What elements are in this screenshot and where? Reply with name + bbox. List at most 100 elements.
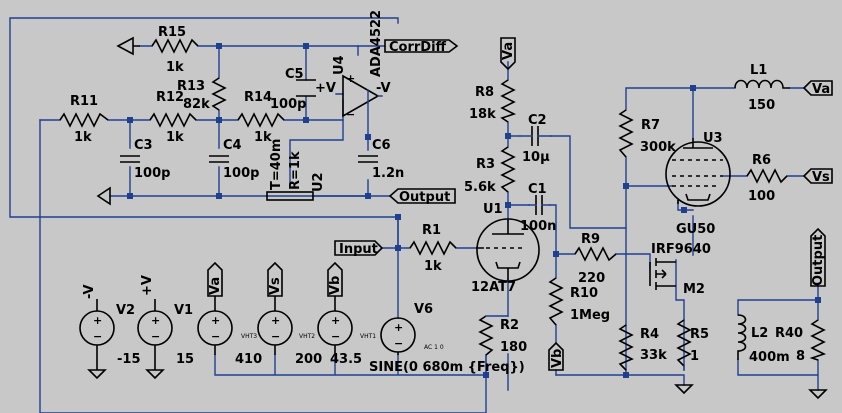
r12-value: 1k (166, 130, 184, 145)
voltage-source-vht1[interactable]: + − (317, 296, 353, 355)
r11-value: 1k (74, 130, 92, 145)
flag-va-r8[interactable] (500, 37, 516, 71)
flag-va-r8-label: Va (501, 42, 516, 60)
svg-text:+: + (211, 314, 220, 327)
m2-value: IRF9640 (651, 242, 711, 257)
flag-vs[interactable] (802, 168, 833, 184)
voltage-source-vht2[interactable]: + − (257, 296, 293, 355)
mosfet-m2[interactable] (649, 258, 676, 290)
ground-symbol (87, 362, 107, 380)
flag-corrdiff[interactable] (384, 39, 459, 53)
v1-net: +V (140, 275, 155, 296)
l1-value: 150 (748, 98, 775, 113)
resistor-r11[interactable] (59, 112, 109, 128)
l2-ref: L2 (751, 326, 768, 341)
resistor-r9[interactable] (574, 246, 617, 262)
l2-value: 400m (749, 350, 790, 365)
flag-vb-r10[interactable] (548, 341, 564, 371)
u3-ref: U3 (703, 131, 723, 146)
resistor-r3[interactable] (500, 146, 516, 193)
r8-ref: R8 (475, 85, 494, 100)
flag-va-l1-label: Va (812, 82, 830, 97)
r6-ref: R6 (752, 153, 771, 168)
ground-symbol (96, 186, 111, 206)
flag-vs-vht2[interactable] (267, 261, 283, 297)
ground-symbol (116, 36, 140, 56)
u4-plus-supply: +V (315, 81, 336, 96)
svg-text:−: − (93, 330, 102, 343)
flag-vs-vht2-label: Vs (268, 277, 283, 295)
c6-value: 1.2n (372, 166, 404, 181)
resistor-r7[interactable] (618, 109, 634, 158)
resistor-r15[interactable] (151, 38, 199, 54)
r40-value: 8 (796, 349, 805, 364)
r2-ref: R2 (500, 318, 519, 333)
u4-value: ADA4522 (369, 10, 384, 77)
capacitor-c3[interactable] (120, 155, 140, 163)
flag-output-vertical[interactable] (810, 227, 826, 287)
pentode-u3[interactable] (665, 138, 731, 207)
c1-value: 100n (520, 219, 556, 234)
u1-ref: U1 (483, 202, 503, 217)
resistor-r13[interactable] (211, 77, 227, 111)
r9-value: 220 (578, 271, 605, 286)
voltage-source-vht3[interactable]: + − (197, 296, 233, 355)
capacitor-c6[interactable] (358, 155, 378, 163)
inductor-l1[interactable] (734, 79, 790, 89)
svg-text:+: + (93, 314, 102, 327)
r40-ref: R40 (775, 326, 803, 341)
flag-output-vertical-label: Output (811, 235, 826, 286)
r10-value: 1Meg (570, 308, 610, 323)
r3-value: 5.6k (464, 180, 496, 195)
resistor-r6[interactable] (746, 168, 788, 184)
flag-vb-vht1[interactable] (327, 261, 343, 297)
u2-param-r: R=1k (288, 151, 303, 190)
flag-output-label: Output (399, 190, 450, 205)
c4-value: 100p (223, 166, 259, 181)
flag-output[interactable] (388, 188, 456, 204)
r5-value: 1 (690, 349, 699, 364)
opamp-u4[interactable] (342, 74, 380, 118)
vht2-value: 200 (295, 352, 322, 367)
flag-vs-label: Vs (812, 170, 830, 185)
voltage-source-v1[interactable]: + − (137, 299, 173, 362)
resistor-r4[interactable] (618, 324, 634, 371)
triode-u1[interactable] (476, 218, 540, 282)
tline-u2[interactable] (266, 191, 314, 201)
resistor-r12[interactable] (149, 112, 197, 128)
v2-value: -15 (117, 352, 141, 367)
resistor-r40[interactable] (809, 319, 827, 361)
r7-ref: R7 (641, 118, 660, 133)
flag-corrdiff-label: CorrDiff (389, 40, 447, 55)
r3-ref: R3 (476, 157, 495, 172)
flag-input[interactable] (334, 240, 384, 256)
capacitor-c5[interactable] (296, 79, 316, 97)
c6-ref: C6 (372, 138, 391, 153)
resistor-r5[interactable] (676, 319, 692, 367)
resistor-r10[interactable] (548, 277, 564, 326)
vht1-tag: VHT1 (360, 333, 376, 340)
resistor-r8[interactable] (500, 79, 517, 123)
r8-value: 18k (469, 107, 496, 122)
inductor-l2[interactable] (737, 314, 747, 360)
r1-value: 1k (424, 259, 442, 274)
flag-vb-r10-label: Vb (550, 349, 565, 368)
capacitor-c4[interactable] (209, 155, 229, 163)
r7-value: 300k (640, 140, 676, 155)
flag-vb-vht1-label: Vb (328, 276, 343, 295)
capacitor-c1[interactable] (535, 195, 543, 215)
resistor-r14[interactable] (237, 112, 285, 128)
flag-va-vht3[interactable] (207, 261, 223, 297)
resistor-r1[interactable] (409, 240, 457, 256)
c2-ref: C2 (528, 113, 547, 128)
voltage-source-v2[interactable]: + − (79, 299, 115, 362)
c3-value: 100p (134, 166, 170, 181)
u1-value: 12AT7 (471, 280, 516, 295)
voltage-source-v6[interactable]: + − (380, 317, 416, 355)
m2-ref: M2 (683, 282, 705, 297)
capacitor-c2[interactable] (531, 126, 539, 146)
svg-text:−: − (331, 330, 340, 343)
flag-va-l1[interactable] (802, 80, 833, 96)
resistor-r2[interactable] (478, 315, 494, 356)
